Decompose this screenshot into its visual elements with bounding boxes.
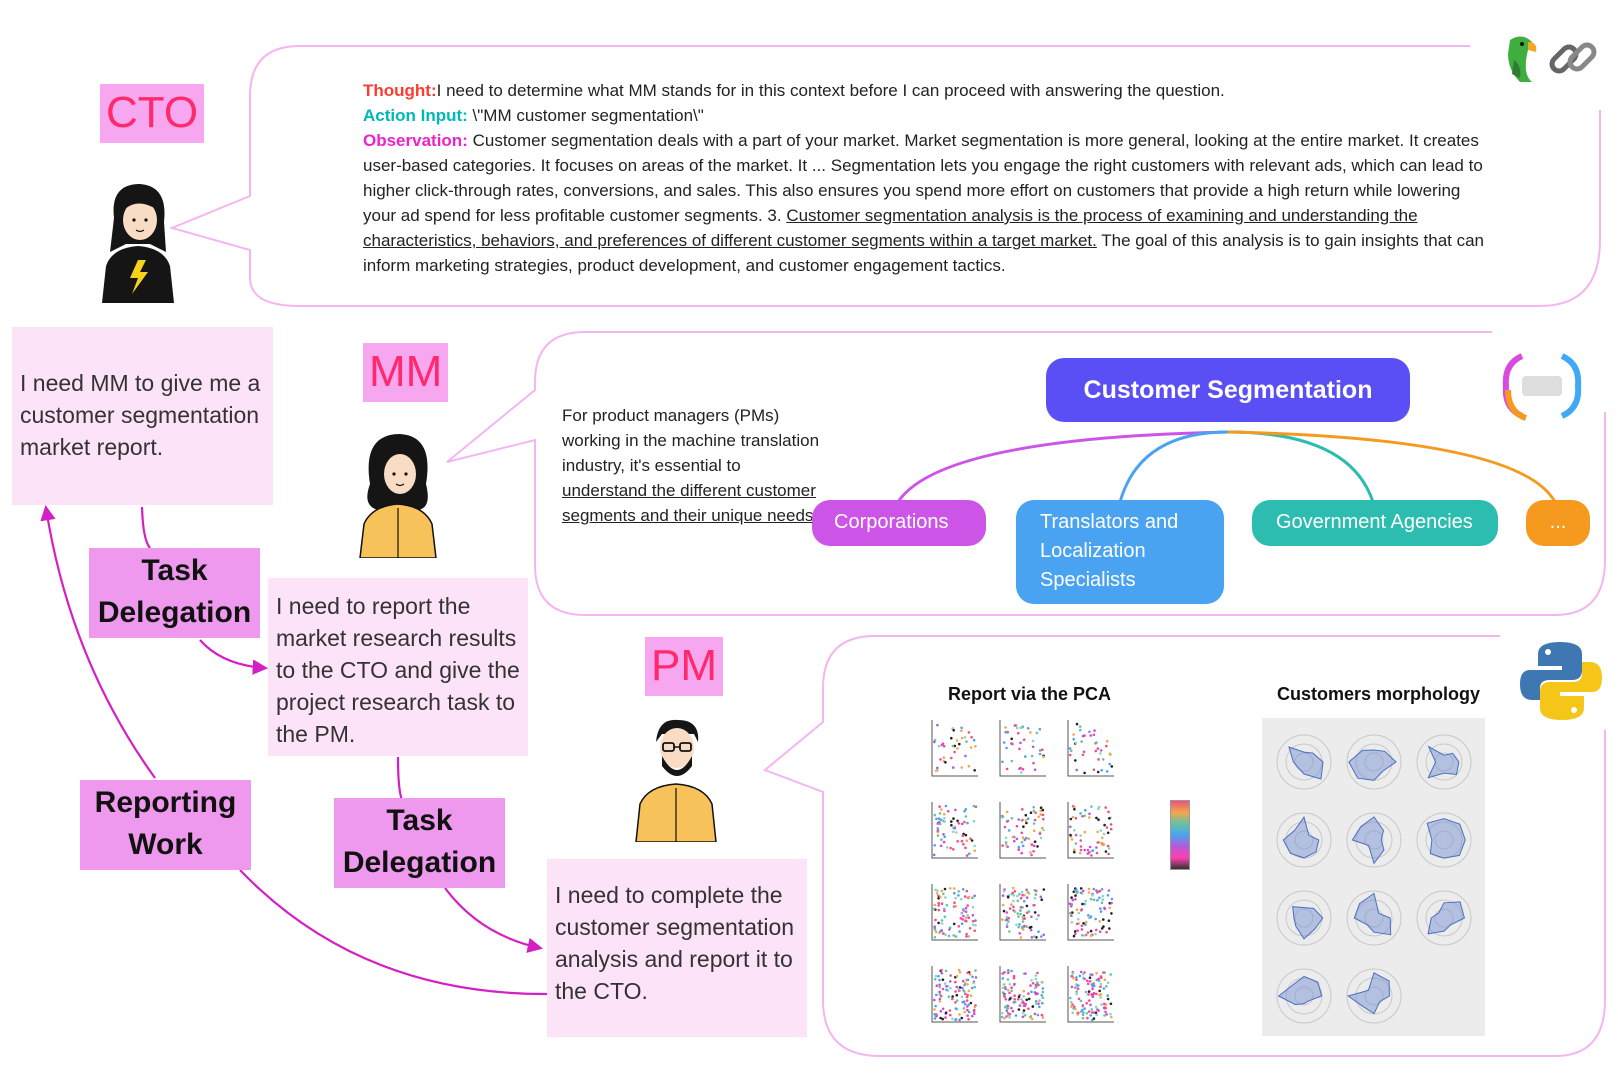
morphology-radar-grid [1262,718,1485,1036]
mindmap-link-government [1227,430,1375,503]
python-icon [1520,642,1602,720]
pm-label: PM [645,637,723,696]
delegation-arrow-1 [140,506,265,668]
pca-scatter-thumbnail [931,884,978,941]
pca-report-title: Report via the PCA [948,684,1112,704]
mindmap-intro: For product managers (PMs) working in th… [562,403,824,528]
radar-thumbnail [1276,734,1332,790]
radar-thumbnail [1416,734,1472,790]
radar-thumbnail [1416,890,1472,946]
cto-label: CTO [100,84,205,143]
pca-scatter-thumbnail [1067,884,1114,941]
cto-speech-bubble [168,45,1601,307]
agent-log: Thought:I need to determine what MM stan… [363,78,1493,278]
pca-scatter-thumbnail [999,720,1046,777]
reporting-work-tag: Reporting Work [80,780,251,870]
action-text: \"MM customer segmentation\" [467,106,704,125]
mm-speech-bubble [446,331,1606,616]
radar-thumbnail [1276,812,1332,868]
observation-text: Customer segmentation deals with a part … [363,131,1483,225]
pca-scatter-thumbnail [999,802,1046,859]
reporting-arrow-upper [40,504,156,779]
mindmap-link-more [1227,430,1557,503]
pca-color-legend [1170,800,1190,870]
pca-scatter-thumbnail [931,720,978,777]
pca-scatter-thumbnail [1067,720,1114,777]
mindmap-link-translators [1118,430,1229,503]
pca-scatter-thumbnail [1067,966,1114,1023]
thought-text: I need to determine what MM stands for i… [436,81,1225,100]
parrot-icon [1508,36,1537,82]
radar-thumbnail [1346,734,1402,790]
mindmap-node-government: Government Agencies [1252,500,1498,546]
radar-thumbnail [1346,812,1402,868]
mindmap-node-corporations: Corporations [812,500,986,546]
radar-thumbnail [1346,890,1402,946]
task-delegation-tag-1: Task Delegation [89,548,260,638]
observation-underlined: Customer segmentation analysis is the pr… [363,206,1418,250]
pca-scatter-thumbnail [999,966,1046,1023]
radar-thumbnail [1276,968,1332,1024]
mm-label: MM [363,343,449,402]
pm-speech-bubble [763,635,1606,1057]
morphology-title: Customers morphology [1277,684,1481,704]
radar-thumbnail [1416,812,1472,868]
mindmap-node-more: ... [1526,500,1590,546]
pca-scatter-thumbnail [931,802,978,859]
observation-label: Observation: [363,131,468,150]
task-delegation-tag-2: Task Delegation [334,798,505,888]
chain-link-icon [1549,42,1597,74]
cto-request-note: I need MM to give me a customer segmenta… [12,327,273,505]
thought-line: Thought:I need to determine what MM stan… [363,78,1493,103]
action-label: Action Input: [363,106,468,125]
pm-plan-note: I need to complete the customer segmenta… [547,859,807,1037]
radar-thumbnail [1276,890,1332,946]
pm-avatar [635,719,717,842]
mm-plan-note: I need to report the market research res… [268,578,528,756]
pca-scatter-grid [928,718,1128,1038]
mm-avatar [359,434,437,558]
pca-scatter-thumbnail [931,966,978,1023]
mindmap-intro-underlined: understand the different customer segmen… [562,481,816,525]
radar-thumbnail [1346,968,1402,1024]
mindmap-node-translators: Translators and Localization Specialists [1016,500,1224,604]
mindmap-app-icon [1502,353,1582,421]
mindmap-link-corporations [896,430,1229,503]
reporting-arrow-lower [239,869,549,996]
mindmap-root-node: Customer Segmentation [1046,358,1410,422]
action-line: Action Input: \"MM customer segmentation… [363,103,1493,128]
cto-avatar [102,184,174,303]
observation-line: Observation: Customer segmentation deals… [363,128,1493,278]
pca-scatter-thumbnail [1067,802,1114,859]
pca-scatter-thumbnail [999,884,1046,941]
thought-label: Thought: [363,81,437,100]
observation-tail: The goal of this analysis is to gain ins… [363,231,1485,275]
mindmap-intro-text: For product managers (PMs) working in th… [562,406,820,475]
